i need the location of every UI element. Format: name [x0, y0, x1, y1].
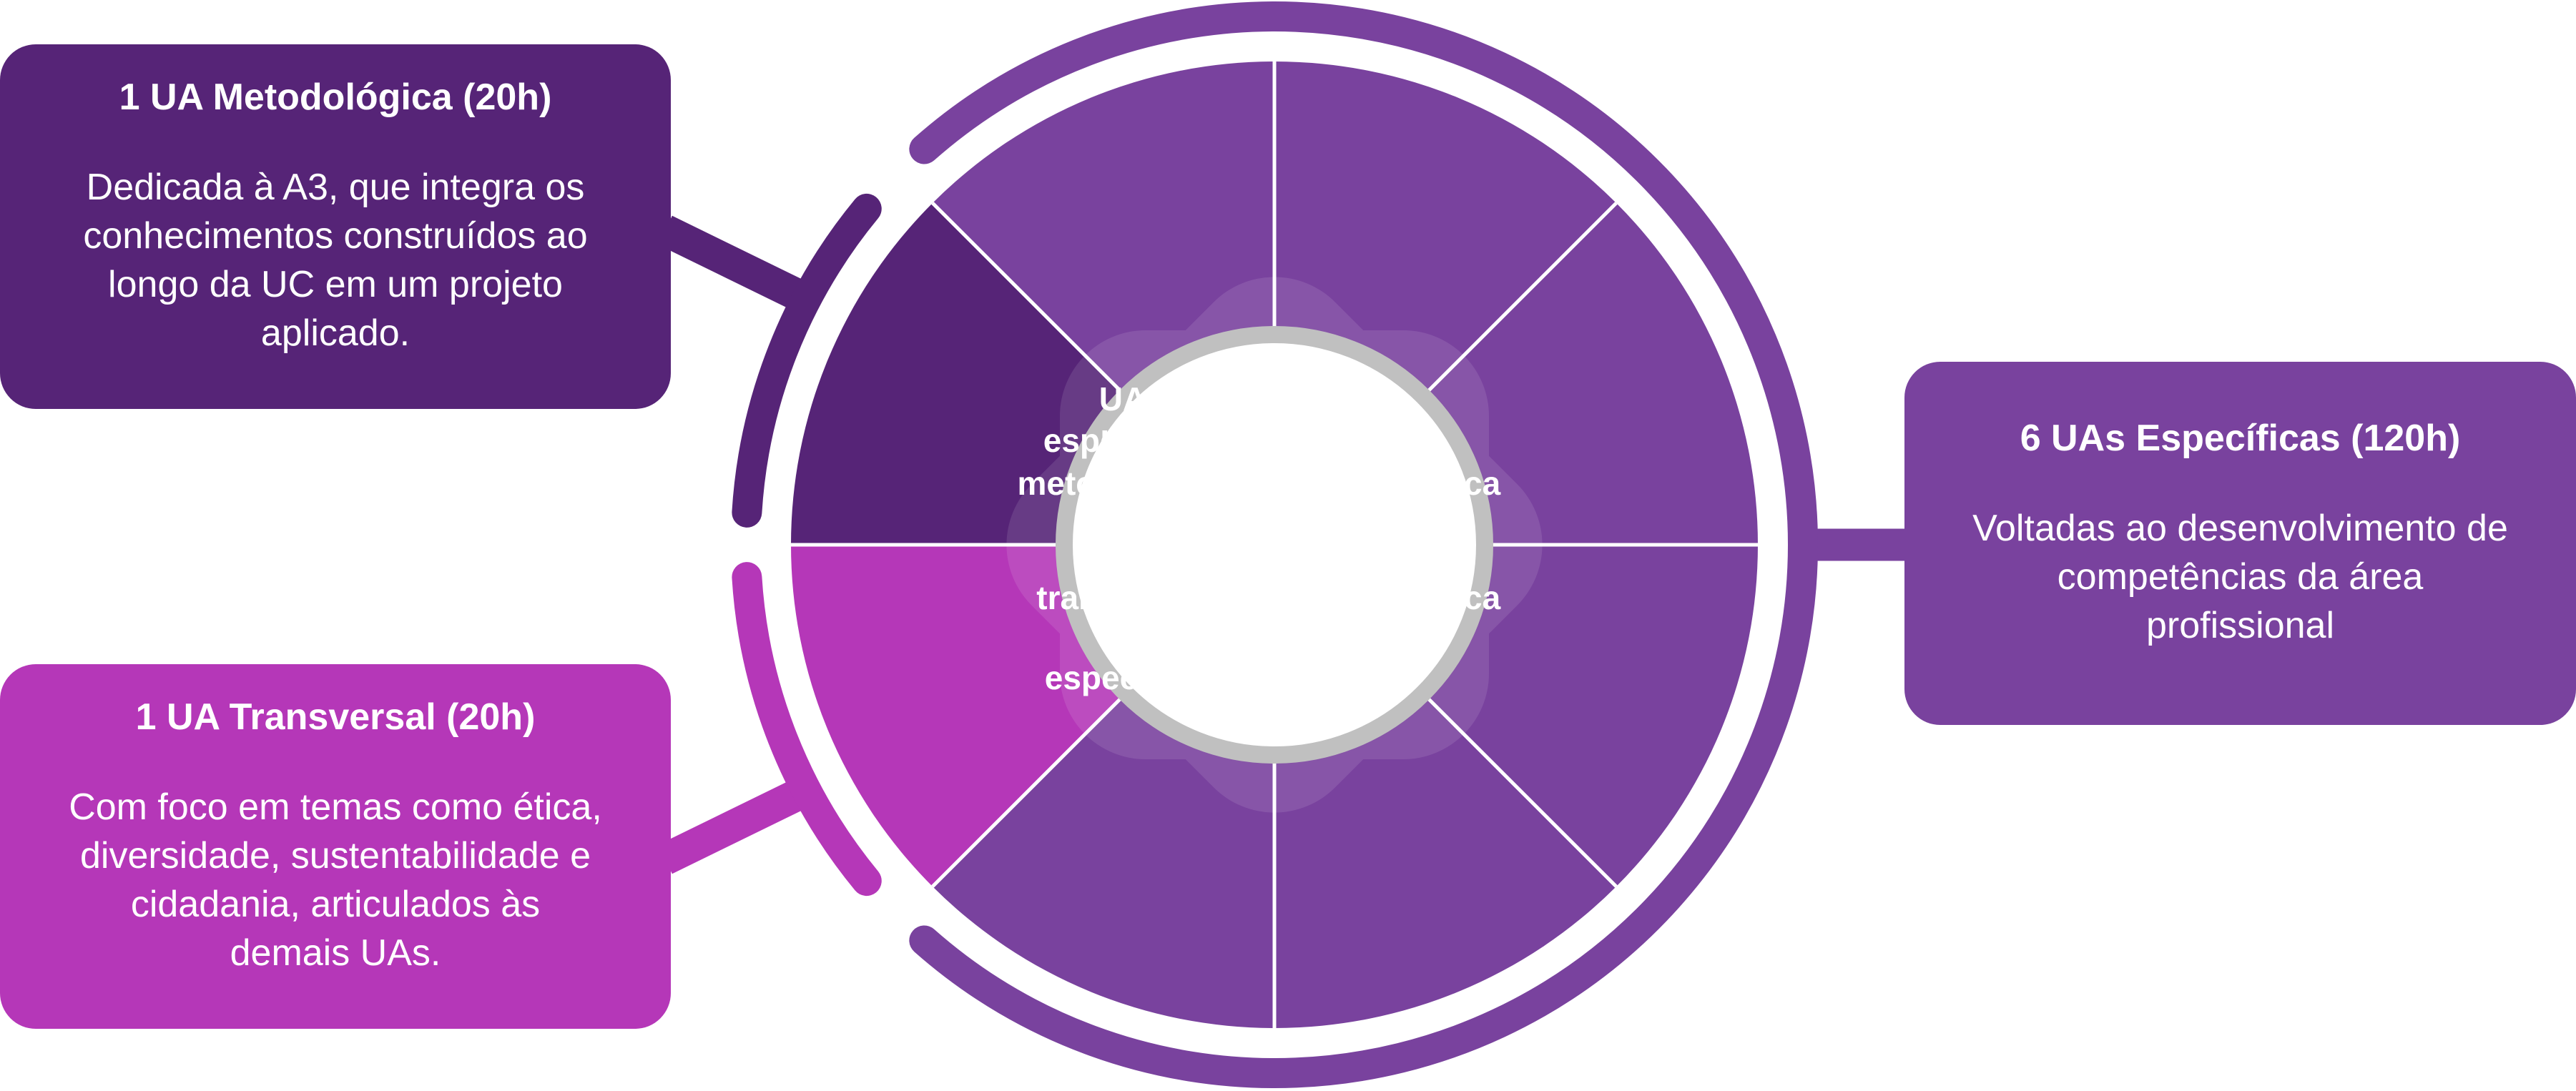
segment-label-line1: UA [1099, 380, 1146, 418]
metodologica-description: Dedicada à A3, que integra os conhecimen… [83, 167, 588, 354]
segment-label-right-upper: UA específica [1342, 423, 1501, 502]
segment-label-line2: específica [1342, 465, 1501, 502]
metodologica-title: 1 UA Metodológica (20h) [119, 76, 552, 118]
transversal-description: Com foco em temas como ética, diversidad… [69, 786, 602, 974]
segment-label-line2: específica [1045, 659, 1204, 696]
segment-label-line1: UA [1397, 538, 1445, 575]
segment-label-left-upper: UA metodológica [1017, 423, 1231, 502]
transversal-callout: 1 UA Transversal (20h) Com foco em temas… [0, 664, 671, 1029]
metodologica-callout: 1 UA Metodológica (20h) Dedicada à A3, q… [0, 44, 671, 409]
segment-label-line1: UA [1250, 372, 1297, 409]
segment-label-line2: transversal [1036, 579, 1212, 616]
segment-label-left-lower: UA transversal [1036, 538, 1212, 616]
transversal-outer-arc [732, 562, 882, 897]
segment-label-line1: UA [1101, 423, 1148, 460]
metodologica-outer-arc [732, 193, 882, 528]
segment-label-right-lower: UA específica [1342, 538, 1501, 616]
segment-label-line2: específica [1194, 413, 1354, 450]
segment-label-line1: UA [1101, 538, 1148, 575]
segment-label-line2: metodológica [1017, 465, 1231, 502]
transversal-title: 1 UA Transversal (20h) [135, 696, 536, 738]
segment-label-line2: específica [1194, 659, 1354, 696]
segment-label-line2: específica [1043, 422, 1203, 459]
especificas-title: 6 UAs Específicas (120h) [2020, 418, 2461, 459]
center-ring [1056, 326, 1493, 764]
metodologica-connector [658, 215, 801, 308]
segment-label-top-right: UA específica [1194, 372, 1354, 450]
especificas-description: Voltadas ao desenvolvimento de competênc… [1972, 508, 2508, 646]
segment-label-line1: UA [1101, 618, 1148, 655]
segment-label-bottom-left: UA específica [1045, 618, 1204, 696]
transversal-connector [658, 781, 801, 874]
segment-label-bottom-right: UA específica [1194, 618, 1354, 696]
especificas-callout: 6 UAs Específicas (120h) Voltadas ao des… [1904, 362, 2576, 725]
especifica-outer-arc [909, 1, 1818, 1088]
segment-label-line1: UA [1397, 423, 1445, 460]
segment-label-line2: específica [1342, 579, 1501, 616]
segment-label-line1: UA [1250, 618, 1297, 655]
